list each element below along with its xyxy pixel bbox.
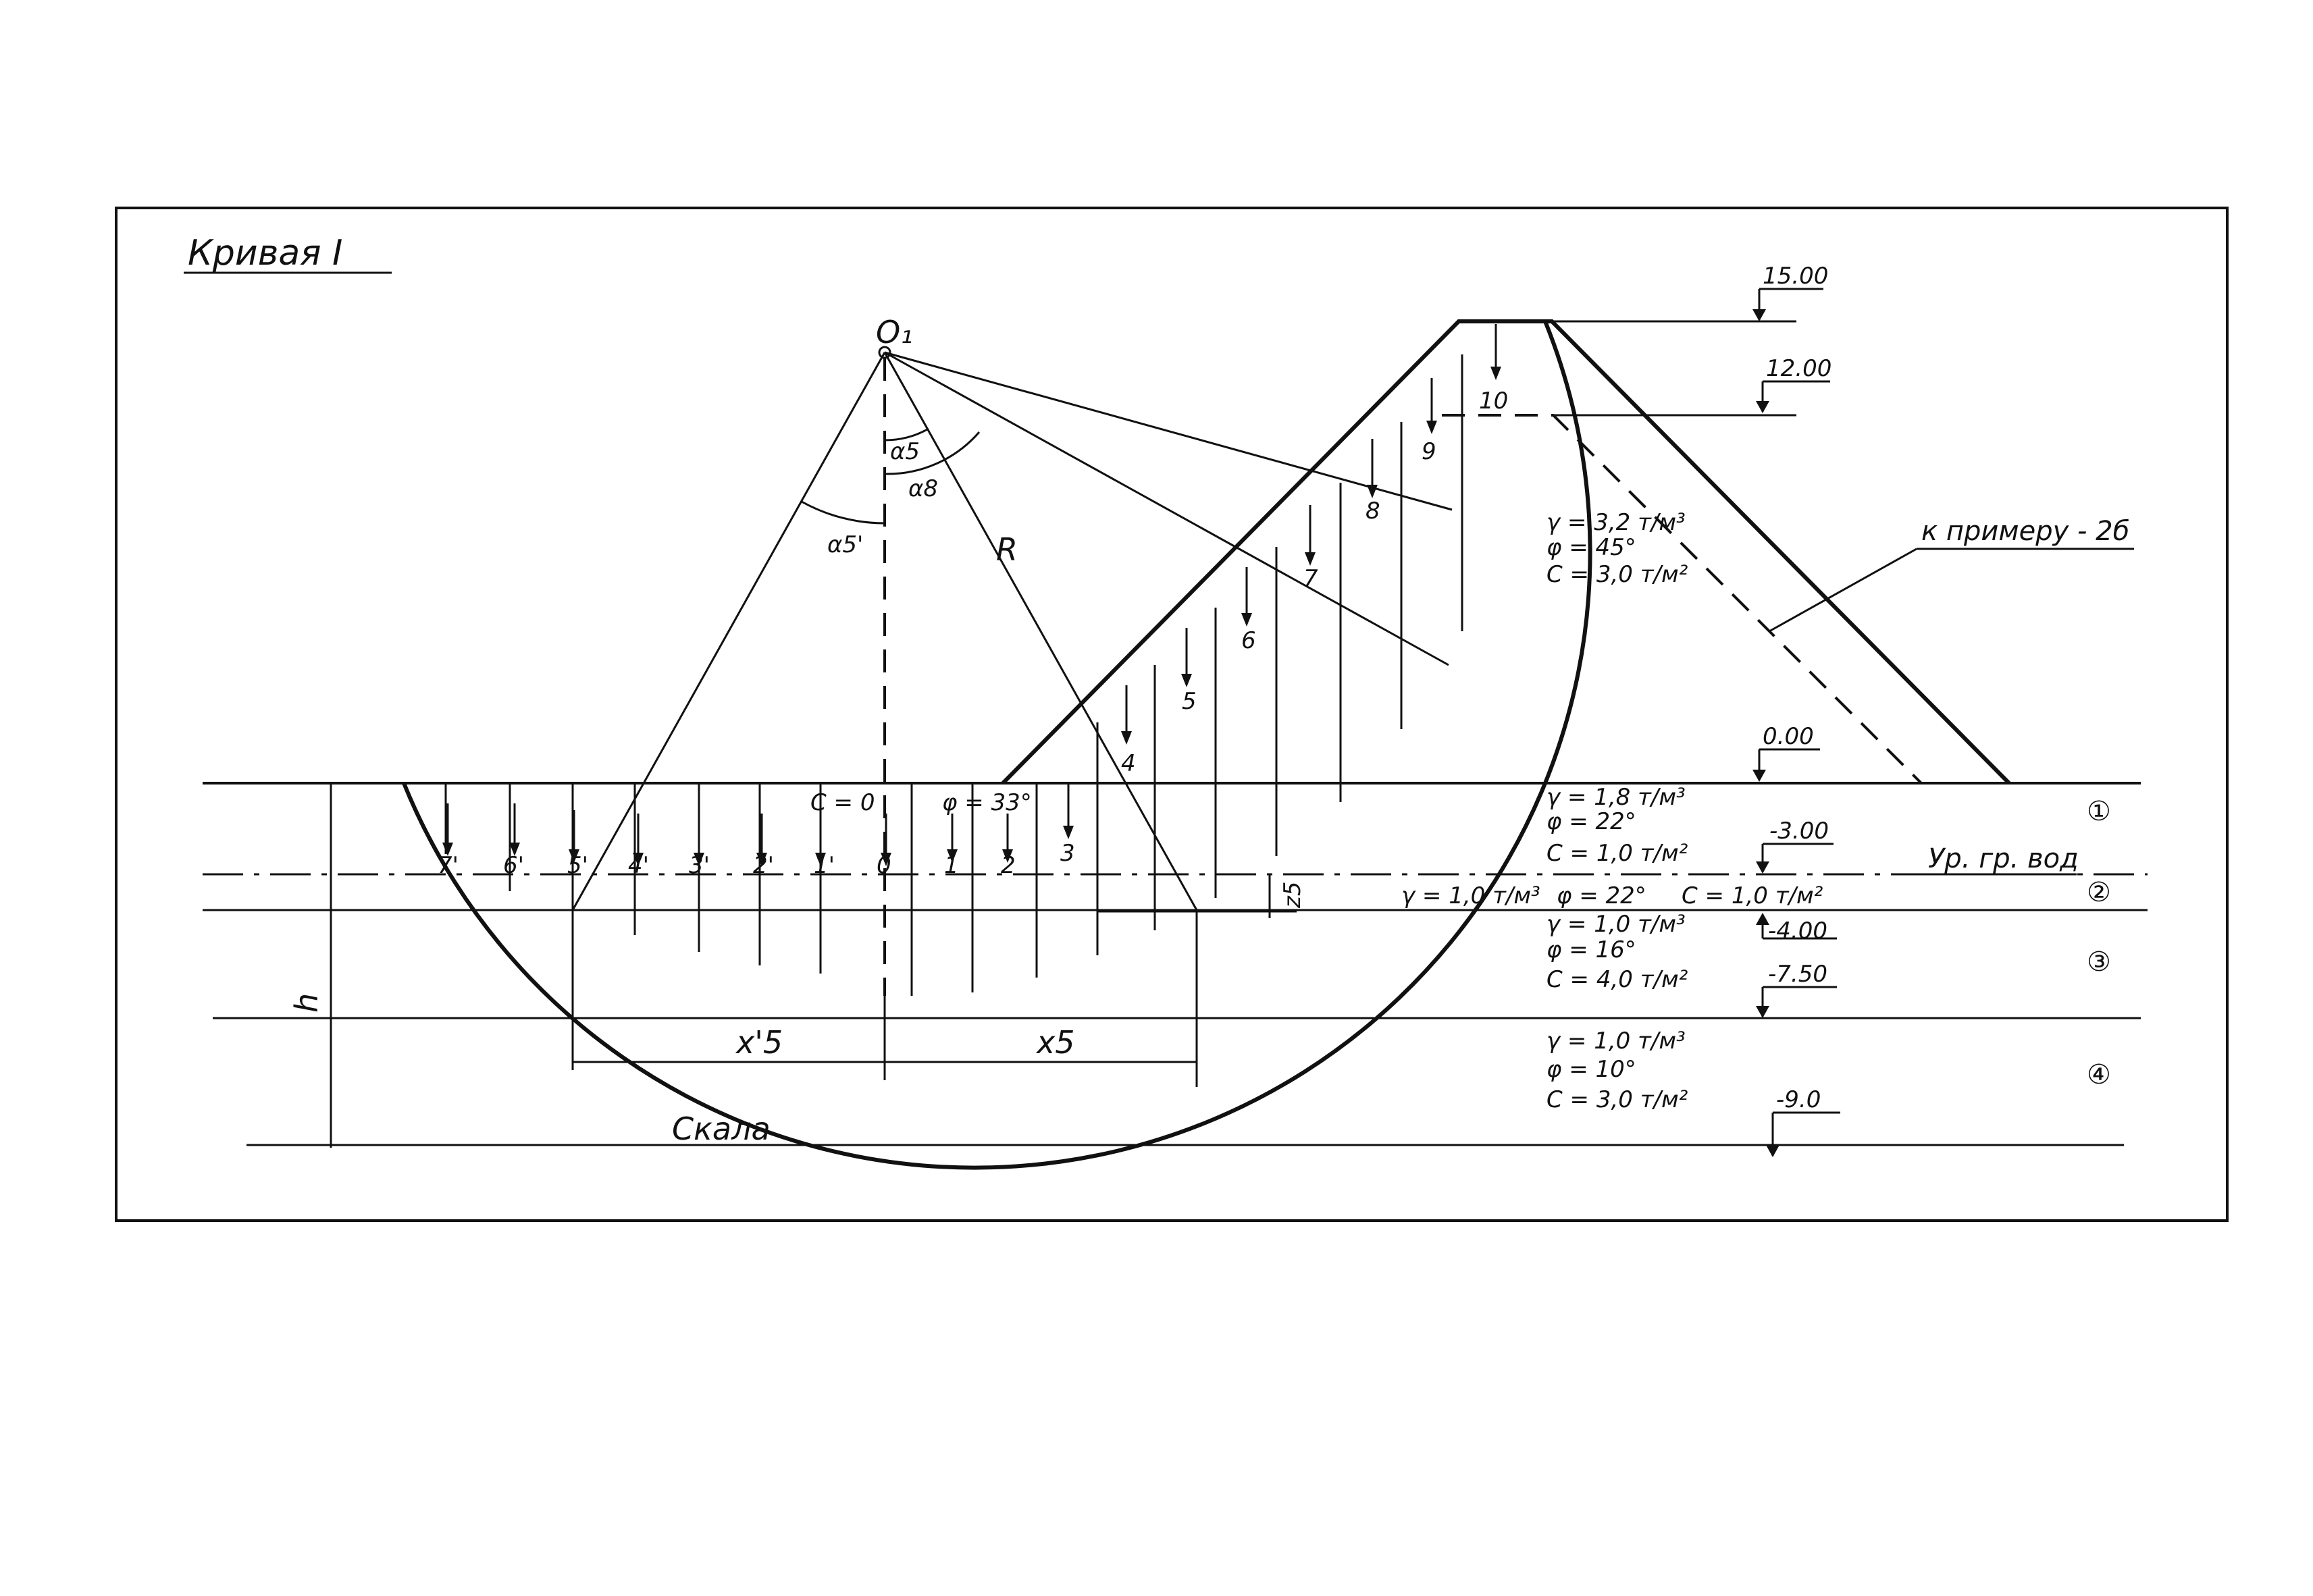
l4-gamma: γ = 1,0 т/м³ xyxy=(1547,1028,1686,1055)
rock-label: Скала xyxy=(672,1111,771,1147)
alpha5-label: α5 xyxy=(890,438,920,465)
elev-0: 0.00 xyxy=(1763,723,1814,750)
elev-m9: -9.0 xyxy=(1776,1086,1821,1113)
elev-15: 15.00 xyxy=(1763,263,1828,290)
l4-c: C = 3,0 т/м² xyxy=(1547,1086,1688,1113)
slice-lines xyxy=(444,354,1463,996)
slice-label-3: 3 xyxy=(1060,840,1075,867)
l2-phi: φ = 22° xyxy=(1557,882,1646,909)
slice-label-1: 1 xyxy=(944,852,959,879)
phi33-label: φ = 33° xyxy=(942,789,1032,816)
water-level-label: Ур. гр. вод xyxy=(1928,843,2079,874)
slice-label-2p: 2' xyxy=(753,852,774,879)
center-label: O₁ xyxy=(876,314,913,350)
ray-8 xyxy=(884,351,1449,666)
ray-5prime xyxy=(571,352,886,911)
elev-m4: -4.00 xyxy=(1768,917,1827,945)
slice-label-2: 2 xyxy=(1001,852,1016,879)
reference-note: к примеру - 2б xyxy=(1921,516,2129,547)
l1-phi: φ = 22° xyxy=(1547,808,1636,835)
drawing-frame xyxy=(115,207,2229,1222)
x5p-label: x'5 xyxy=(735,1024,783,1061)
l3-num: ③ xyxy=(2087,947,2111,978)
slice-label-7p: 7' xyxy=(438,852,459,879)
l2-gamma: γ = 1,0 т/м³ xyxy=(1401,882,1540,909)
inner-core-dashed xyxy=(1442,414,1923,784)
slice-label-4: 4 xyxy=(1121,750,1136,777)
slice-label-3p: 3' xyxy=(689,852,710,879)
l2-num: ② xyxy=(2087,877,2111,908)
arc-alpha8 xyxy=(884,431,981,475)
ray-10 xyxy=(884,351,1453,511)
elevation-markers xyxy=(1758,288,1840,1156)
slice-label-7: 7 xyxy=(1303,565,1318,592)
emb-c: C = 3,0 т/м² xyxy=(1547,561,1688,588)
x5-label: x5 xyxy=(1035,1024,1075,1061)
arc-alpha5 xyxy=(884,427,929,442)
l1-gamma: γ = 1,8 т/м³ xyxy=(1547,784,1686,811)
reference-leader xyxy=(1769,548,1917,633)
slice-label-4p: 4' xyxy=(628,852,649,879)
elev-12: 12.00 xyxy=(1766,355,1831,382)
slice-label-6: 6 xyxy=(1241,627,1256,654)
l1-num: ① xyxy=(2087,796,2111,827)
alpha8-label: α8 xyxy=(908,475,938,502)
slip-circle-arc xyxy=(402,320,1592,1170)
slice-label-1p: 1' xyxy=(814,852,835,879)
slice-label-0: 0 xyxy=(877,852,891,879)
elev-m75: -7.50 xyxy=(1768,961,1827,988)
slice-label-10: 10 xyxy=(1479,388,1508,415)
radius-label: R xyxy=(996,531,1018,568)
l3-c: C = 4,0 т/м² xyxy=(1547,966,1688,993)
slice-label-6p: 6' xyxy=(503,852,524,879)
h-label: h xyxy=(288,993,325,1013)
l4-phi: φ = 10° xyxy=(1547,1056,1636,1083)
arc-alpha5p xyxy=(801,500,885,525)
slice-arrows xyxy=(442,324,1501,866)
l3-gamma: γ = 1,0 т/м³ xyxy=(1547,911,1686,938)
elev-m3: -3.00 xyxy=(1769,818,1829,845)
c0-label: C = 0 xyxy=(810,789,875,816)
l4-num: ④ xyxy=(2087,1059,2111,1090)
l1-c: C = 1,0 т/м² xyxy=(1547,840,1688,867)
slice-label-9: 9 xyxy=(1422,438,1436,465)
emb-gamma: γ = 3,2 т/м³ xyxy=(1547,509,1686,536)
ray-5 xyxy=(883,352,1198,911)
slice-label-5: 5 xyxy=(1182,688,1197,715)
slice-label-8: 8 xyxy=(1366,498,1380,525)
emb-phi: φ = 45° xyxy=(1547,534,1636,561)
slice-label-5p: 5' xyxy=(567,852,588,879)
l3-phi: φ = 16° xyxy=(1547,936,1636,963)
alpha5p-label: α5' xyxy=(827,531,863,558)
drawing-title: Кривая I xyxy=(188,233,342,273)
z5-label: z5 xyxy=(1279,882,1306,909)
embankment-outline xyxy=(1001,319,2011,785)
l2-c: C = 1,0 т/м² xyxy=(1682,882,1823,909)
